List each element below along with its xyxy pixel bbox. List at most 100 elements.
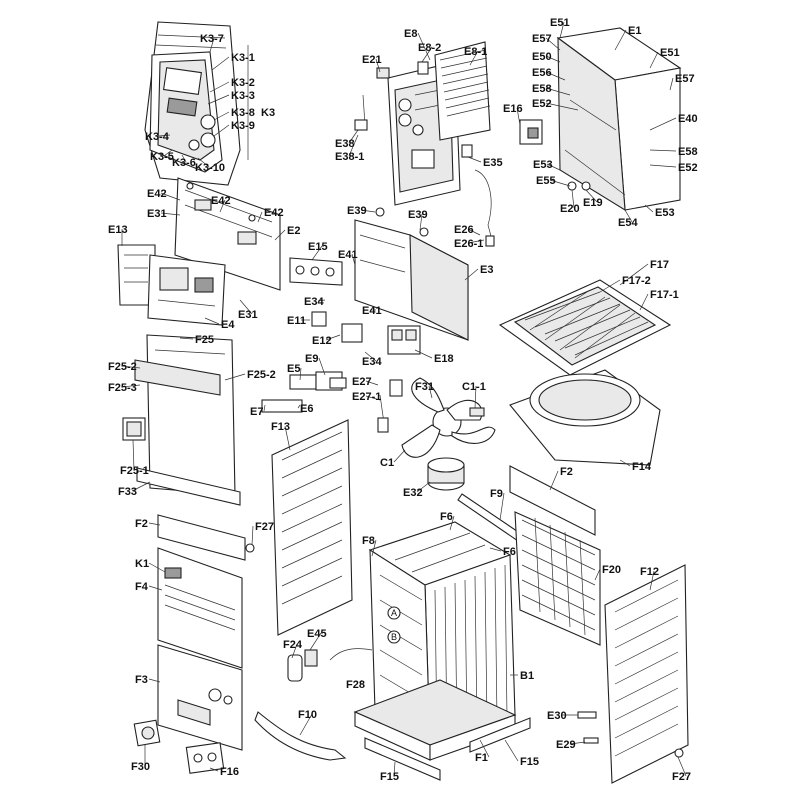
leader-f2b [148, 522, 161, 526]
leader-f25-2b [224, 373, 246, 381]
terminal-block-e15 [289, 257, 343, 286]
leader-e38 [348, 129, 359, 144]
leader-f2a [549, 470, 559, 491]
label-e42b: E42 [211, 195, 231, 207]
leader-f4 [148, 585, 163, 591]
label-f10: F10 [298, 709, 317, 721]
label-e15: E15 [308, 241, 328, 253]
label-c1: C1 [380, 457, 394, 469]
label-f2b: F2 [135, 518, 148, 530]
label-f25-2b: F25-2 [247, 369, 276, 381]
label-e30: E30 [547, 710, 567, 722]
label-e42c: E42 [264, 207, 284, 219]
leader-f17 [619, 263, 649, 286]
label-e35: E35 [483, 157, 503, 169]
leader-e55 [549, 179, 571, 187]
leader-k3-6 [181, 154, 187, 163]
label-e51b: E51 [660, 47, 680, 59]
label-f25-1: F25-1 [120, 465, 149, 477]
leader-e42c [257, 211, 263, 223]
label-f8: F8 [362, 535, 375, 547]
label-e40: E40 [678, 113, 698, 125]
leader-e31b [239, 299, 253, 315]
leader-f12 [649, 570, 655, 591]
label-e13: E13 [108, 224, 128, 236]
label-f27a: F27 [255, 521, 274, 533]
label-c1-1: C1-1 [462, 381, 486, 393]
right-grille-f12 [604, 564, 689, 784]
leader-e50 [545, 55, 561, 63]
leader-k3-3 [207, 94, 230, 105]
leader-e1 [614, 29, 627, 51]
label-f6b: F6 [503, 546, 516, 558]
leader-f20 [594, 568, 601, 581]
leader-e15 [311, 245, 323, 261]
leader-k3-9 [213, 124, 230, 137]
leader-e45 [309, 632, 322, 651]
leader-k3-10 [197, 157, 210, 168]
leader-e38-1 [348, 134, 359, 157]
leader-f9 [499, 492, 505, 521]
leader-c1 [393, 449, 406, 463]
leader-e29 [569, 741, 586, 745]
leader-e12 [325, 334, 341, 341]
fan-motor-e32 [427, 457, 465, 491]
label-e53b: E53 [655, 207, 675, 219]
label-f13: F13 [271, 421, 290, 433]
leader-e42b [219, 199, 226, 213]
label-k3-3: K3-3 [231, 90, 255, 102]
label-f17: F17 [650, 259, 669, 271]
label-k3: K3 [261, 107, 275, 119]
label-f30: F30 [131, 761, 150, 773]
label-f25-2a: F25-2 [108, 361, 137, 373]
leader-e54 [624, 209, 633, 223]
leader-e2 [274, 229, 286, 241]
label-e8-2: E8-2 [418, 42, 441, 54]
leader-f25 [179, 337, 194, 340]
label-e9: E9 [305, 353, 318, 365]
leader-k3-2 [209, 81, 230, 93]
leader-k3-5 [163, 149, 173, 157]
label-f2a: F2 [560, 466, 573, 478]
leader-f13 [284, 425, 291, 451]
leader-k3-8 [213, 111, 230, 121]
leader-k3-1 [211, 56, 230, 71]
label-k1: K1 [135, 558, 149, 570]
leader-e6 [297, 404, 301, 409]
leader-f3 [148, 678, 161, 683]
label-e21: E21 [362, 54, 382, 66]
leader-e9 [318, 357, 326, 376]
label-e18: E18 [434, 353, 454, 365]
label-e55: E55 [536, 175, 556, 187]
board-e4 [147, 254, 226, 326]
leader-f6a [449, 515, 455, 531]
leader-f15a [393, 761, 396, 777]
leader-e58a [545, 87, 571, 96]
label-k3-10: K3-10 [195, 162, 225, 174]
label-f33: F33 [118, 486, 137, 498]
label-e34a: E34 [304, 296, 324, 308]
leader-f6b [489, 547, 502, 552]
label-k3-7: K3-7 [200, 33, 224, 45]
front-panel-f2 [157, 514, 246, 561]
label-f4: F4 [135, 581, 149, 593]
leader-e57a [545, 37, 561, 51]
label-k3-1: K3-1 [231, 52, 255, 64]
label-e8: E8 [404, 28, 417, 40]
leader-e34b [364, 351, 377, 362]
label-e58b: E58 [678, 146, 698, 158]
leader-e56 [545, 71, 566, 81]
label-e41a: E41 [338, 249, 358, 261]
label-e54: E54 [618, 217, 638, 229]
leader-e5 [299, 367, 302, 381]
label-e32: E32 [403, 487, 423, 499]
label-f9: F9 [490, 488, 503, 500]
label-f17-1: F17-1 [650, 289, 679, 301]
leader-e27-1 [365, 395, 381, 401]
label-e7: E7 [250, 406, 263, 418]
leader-e40 [649, 117, 677, 131]
leader-e19 [585, 189, 598, 203]
label-e57a: E57 [532, 33, 552, 45]
label-e5: E5 [287, 363, 300, 375]
label-e8-1: E8-1 [464, 46, 487, 58]
